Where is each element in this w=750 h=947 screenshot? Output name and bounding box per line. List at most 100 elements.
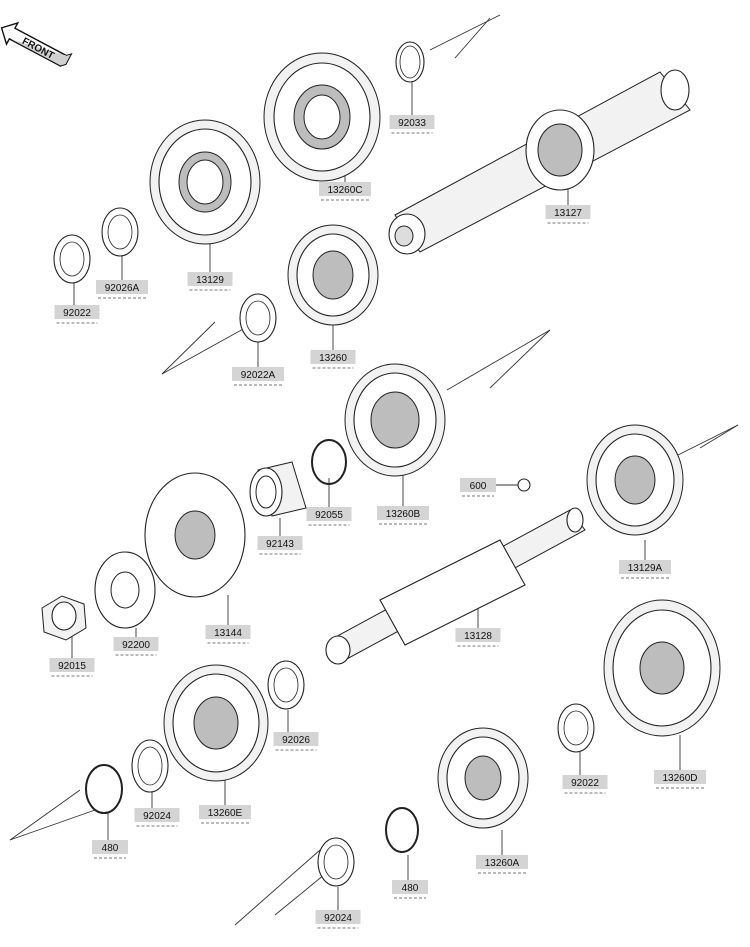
washer-92200 — [94, 551, 156, 629]
part-number-text: 13129A — [628, 563, 663, 574]
shaft-13128 — [325, 507, 586, 665]
part-label-13260: 13260 — [310, 350, 356, 369]
part-number-labels: 92033 13260C 13127 13129 92026A 92022 13260 920… — [49, 115, 706, 929]
circlip-480-left — [85, 764, 123, 814]
part-label-13260E: 13260E — [199, 805, 251, 824]
leader-lines — [9, 14, 739, 926]
part-number-text: 480 — [102, 843, 119, 854]
label-box — [389, 115, 435, 129]
part-number-text: 13260D — [662, 773, 697, 784]
label-box — [232, 367, 284, 381]
label-box — [96, 280, 148, 294]
gear-13260A — [437, 727, 529, 829]
part-label-600: 600 — [460, 478, 496, 497]
label-box — [273, 732, 319, 746]
gear-13129A — [586, 424, 684, 536]
part-number-text: 92055 — [315, 510, 343, 521]
part-label-13260A: 13260A — [476, 855, 528, 874]
front-arrow-badge: FRONT — [0, 21, 73, 68]
part-number-text: 13144 — [214, 628, 242, 639]
label-box — [205, 625, 251, 639]
washer-92024-bot — [317, 837, 355, 887]
gear-13260D — [603, 599, 721, 737]
part-number-text: 92022 — [571, 778, 599, 789]
label-box — [134, 808, 180, 822]
part-label-13260D: 13260D — [654, 770, 706, 789]
label-box — [319, 182, 371, 196]
circlip-92033 — [395, 41, 425, 83]
label-box — [257, 536, 303, 550]
part-number-text: 92022A — [241, 370, 276, 381]
ball-600 — [517, 478, 531, 492]
part-label-92024-left: 92024 — [134, 808, 180, 827]
part-number-text: 13260B — [386, 509, 421, 520]
label-box — [306, 507, 352, 521]
part-number-text: 600 — [470, 481, 487, 492]
part-label-92143: 92143 — [257, 536, 303, 555]
part-label-480-right: 480 — [392, 880, 428, 899]
gear-13260E — [163, 664, 269, 782]
sprocket-13144 — [144, 472, 246, 598]
label-box — [377, 506, 429, 520]
gear-13260B — [344, 363, 446, 477]
part-number-text: 13260 — [319, 353, 347, 364]
part-label-92024-bot: 92024 — [315, 910, 361, 929]
part-label-92026: 92026 — [273, 732, 319, 751]
label-box — [54, 305, 100, 319]
washer-92026 — [267, 660, 305, 710]
gear-13260 — [287, 224, 379, 326]
label-box — [654, 770, 706, 784]
washer-92024-left — [131, 739, 169, 793]
washer-92026A — [101, 207, 139, 257]
label-box — [545, 205, 591, 219]
part-label-92022-top: 92022 — [54, 305, 100, 324]
label-box — [460, 478, 496, 492]
label-box — [199, 805, 251, 819]
part-number-text: 92200 — [122, 640, 150, 651]
washer-92022-bot — [557, 703, 595, 753]
part-number-text: 92143 — [266, 539, 294, 550]
part-number-text: 13127 — [554, 208, 582, 219]
part-number-text: 13128 — [464, 631, 492, 642]
part-label-92015: 92015 — [49, 658, 95, 677]
washer-92022-top — [53, 234, 91, 284]
part-label-480-left: 480 — [92, 840, 128, 859]
part-number-text: 13129 — [196, 275, 224, 286]
nut-92015 — [41, 595, 87, 641]
part-label-13260B: 13260B — [377, 506, 429, 525]
part-label-92022-bot: 92022 — [562, 775, 608, 794]
label-box — [310, 350, 356, 364]
part-label-92200: 92200 — [113, 637, 159, 656]
part-number-text: 92026 — [282, 735, 310, 746]
shaft-13127 — [388, 69, 691, 255]
part-number-text: 92026A — [105, 283, 140, 294]
part-number-text: 13260C — [327, 185, 362, 196]
label-box — [455, 628, 501, 642]
part-label-13128: 13128 — [455, 628, 501, 647]
part-label-13127: 13127 — [545, 205, 591, 224]
part-label-92033: 92033 — [389, 115, 435, 134]
oring-92055 — [311, 439, 347, 485]
part-label-92055: 92055 — [306, 507, 352, 526]
part-number-text: 92024 — [143, 811, 171, 822]
label-box — [562, 775, 608, 789]
label-box — [92, 840, 128, 854]
part-number-text: 92024 — [324, 913, 352, 924]
label-box — [187, 272, 233, 286]
part-number-text: 13260E — [208, 808, 243, 819]
part-label-13144: 13144 — [205, 625, 251, 644]
label-box — [619, 560, 671, 574]
part-label-13260C: 13260C — [319, 182, 371, 201]
collar-92143 — [249, 461, 307, 517]
gear-13129 — [149, 119, 261, 245]
label-box — [476, 855, 528, 869]
part-number-text: 480 — [402, 883, 419, 894]
part-label-92022A: 92022A — [232, 367, 284, 386]
label-box — [49, 658, 95, 672]
label-box — [113, 637, 159, 651]
label-box — [392, 880, 428, 894]
part-label-92026A: 92026A — [96, 280, 148, 299]
part-label-13129A: 13129A — [619, 560, 671, 579]
